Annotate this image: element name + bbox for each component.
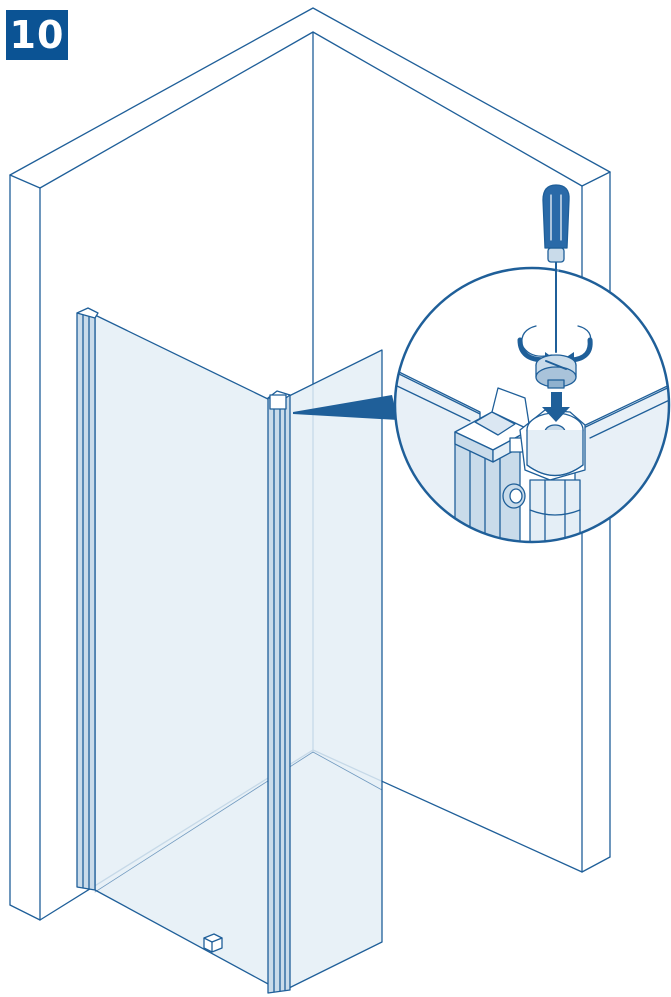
- detail-callout-pointer: [293, 395, 398, 420]
- corner-profile: [267, 390, 291, 994]
- wall-profile-left: [76, 307, 99, 891]
- detail-zoom-view: [393, 266, 671, 544]
- screwdriver-icon: [542, 184, 570, 353]
- front-glass-panel: [94, 314, 271, 986]
- insert-arrow: [542, 392, 570, 422]
- shower-enclosure: [76, 307, 383, 994]
- step-number-badge: 10: [6, 10, 68, 60]
- side-glass-panel: [284, 349, 383, 991]
- step-number: 10: [9, 13, 65, 57]
- screw: [535, 354, 577, 389]
- floor-stopper: [203, 933, 223, 953]
